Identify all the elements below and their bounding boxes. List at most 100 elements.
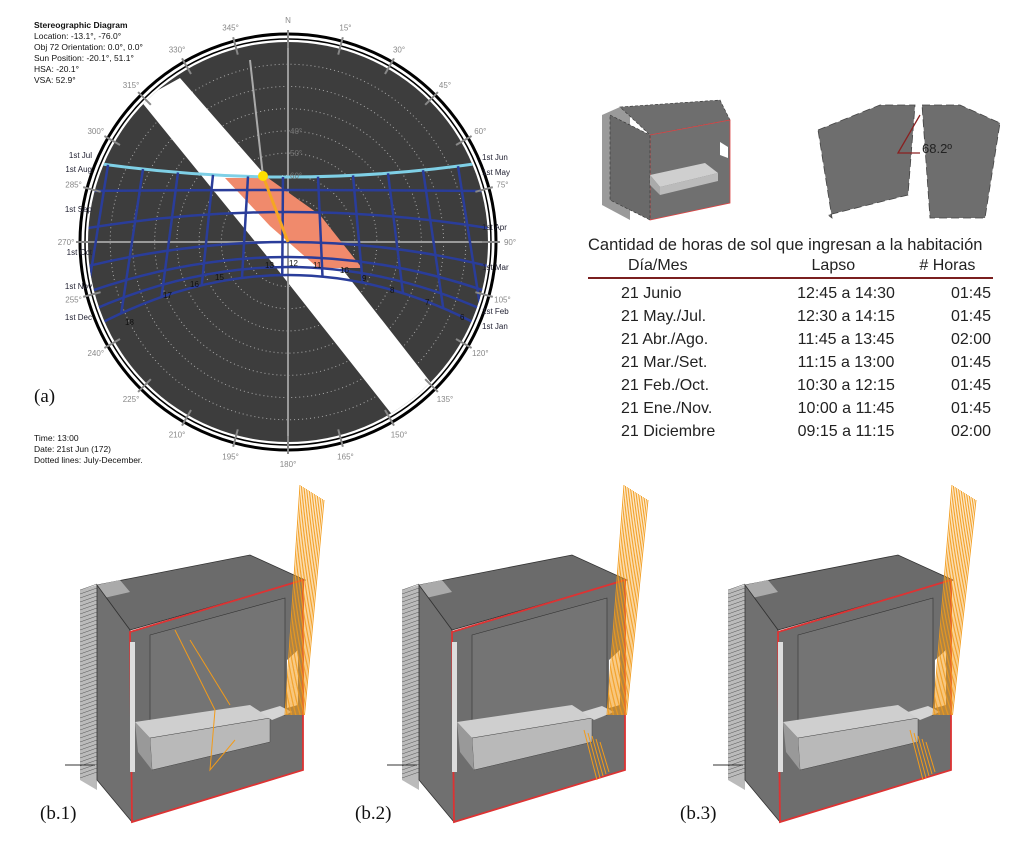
hatch-line bbox=[727, 611, 746, 619]
sun-ray bbox=[607, 485, 627, 716]
cell-period: 10:00 a 11:45 bbox=[797, 399, 895, 417]
hatch-line bbox=[727, 591, 746, 599]
door-strip bbox=[452, 642, 457, 772]
sun-ray bbox=[932, 484, 953, 716]
cell-hours: 02:00 bbox=[950, 330, 992, 348]
hatch-line bbox=[401, 647, 420, 655]
month-label: 1st Sep bbox=[65, 205, 93, 214]
hatch-line bbox=[727, 667, 746, 675]
cell-day-month: 21 Junio bbox=[621, 284, 682, 302]
month-label: 1st Jul bbox=[69, 151, 92, 160]
info-hsa: HSA: -20.1° bbox=[34, 64, 79, 74]
sun-ray bbox=[613, 489, 633, 716]
hatch-line bbox=[79, 679, 98, 687]
cell-period: 11:45 a 13:45 bbox=[797, 330, 895, 348]
sun-ray bbox=[618, 493, 639, 716]
room-model-small bbox=[602, 99, 731, 221]
hour-label: 8 bbox=[390, 286, 395, 295]
hatch-line bbox=[401, 631, 420, 639]
interior-rays bbox=[583, 729, 610, 781]
bed-top bbox=[135, 705, 270, 738]
hatch-line bbox=[79, 607, 98, 615]
hatch-line bbox=[79, 771, 98, 779]
sun-ray bbox=[620, 495, 643, 716]
month-label: 1st Feb bbox=[482, 307, 509, 316]
hatch-line bbox=[401, 739, 420, 747]
azimuth-tick bbox=[424, 91, 439, 106]
hour-line bbox=[386, 173, 405, 294]
hour-label: 11 bbox=[313, 261, 322, 270]
angle-label: 68.2º bbox=[922, 141, 952, 156]
azimuth-label: N bbox=[285, 16, 291, 25]
sun-ray bbox=[949, 497, 974, 716]
info-title: Stereographic Diagram bbox=[34, 20, 128, 30]
hatch-line bbox=[727, 587, 746, 595]
hatch-line bbox=[401, 747, 420, 755]
hatch-line bbox=[727, 731, 746, 739]
sun-ray bbox=[292, 490, 311, 716]
sun-ray bbox=[945, 494, 969, 716]
hatch-line bbox=[79, 643, 98, 651]
hatch-line bbox=[79, 731, 98, 739]
azimuth-label: 105° bbox=[494, 295, 511, 304]
hatch-line bbox=[401, 643, 420, 651]
door-strip bbox=[778, 642, 783, 772]
hatch-line bbox=[79, 675, 98, 683]
azimuth-tick bbox=[337, 429, 344, 448]
interior-ray bbox=[921, 738, 933, 775]
azimuth-label: 225° bbox=[123, 395, 140, 404]
table-header: Día/Mes Lapso # Horas bbox=[588, 255, 993, 279]
cell-period: 10:30 a 12:15 bbox=[797, 376, 895, 394]
interior-ray bbox=[925, 741, 936, 773]
hatch-line bbox=[79, 595, 98, 603]
hatch-line bbox=[727, 683, 746, 691]
hatch-line bbox=[79, 635, 98, 643]
bed-side bbox=[783, 722, 800, 770]
room-model-3 bbox=[713, 484, 977, 824]
info-orientation: Obj 72 Orientation: 0.0°, 0.0° bbox=[34, 42, 143, 52]
hatch-line bbox=[79, 735, 98, 743]
azimuth-label: 90° bbox=[504, 238, 516, 247]
cell-hours: 01:45 bbox=[950, 376, 992, 394]
hatch-line bbox=[401, 659, 420, 667]
hatch-line bbox=[79, 603, 98, 611]
hatch-line bbox=[401, 615, 420, 623]
azimuth-tick bbox=[181, 409, 192, 427]
cell-day-month: 21 Feb./Oct. bbox=[621, 376, 710, 394]
sun-path-line bbox=[88, 255, 488, 294]
hatch-line bbox=[401, 603, 420, 611]
cell-day-month: 21 Abr./Ago. bbox=[621, 330, 709, 348]
sun-ray bbox=[610, 487, 630, 716]
hatch-line bbox=[79, 647, 98, 655]
sun-ray bbox=[622, 496, 644, 716]
cell-day-month: 21 Ene./Nov. bbox=[621, 399, 713, 417]
table-caption: Cantidad de horas de sol que ingresan a … bbox=[588, 236, 983, 254]
azimuth-label: 15° bbox=[339, 24, 351, 33]
hatch-line bbox=[727, 703, 746, 711]
hatch-line bbox=[79, 723, 98, 731]
month-label: 1st Jun bbox=[482, 153, 508, 162]
hatch-line bbox=[79, 591, 98, 599]
hatch-line bbox=[727, 619, 746, 627]
hatch-line bbox=[727, 771, 746, 779]
hatch-line bbox=[727, 695, 746, 703]
info-location: Location: -13.1°, -76.0° bbox=[34, 31, 122, 41]
interior-ray bbox=[583, 729, 598, 781]
hatch-line bbox=[727, 707, 746, 715]
hatch-line bbox=[79, 587, 98, 595]
hatch-line bbox=[401, 679, 420, 687]
azimuth-label: 75° bbox=[496, 181, 508, 190]
hour-label: 16 bbox=[190, 280, 199, 289]
hatch-line bbox=[401, 683, 420, 691]
shading-band bbox=[140, 78, 460, 442]
hatch-line bbox=[401, 731, 420, 739]
hatch-line bbox=[401, 771, 420, 779]
sun-ray bbox=[941, 491, 964, 716]
panel-a-label: (a) bbox=[34, 386, 56, 407]
sun-ray bbox=[619, 494, 641, 716]
altitude-label: 40° bbox=[290, 127, 302, 136]
bed-side bbox=[457, 722, 474, 770]
